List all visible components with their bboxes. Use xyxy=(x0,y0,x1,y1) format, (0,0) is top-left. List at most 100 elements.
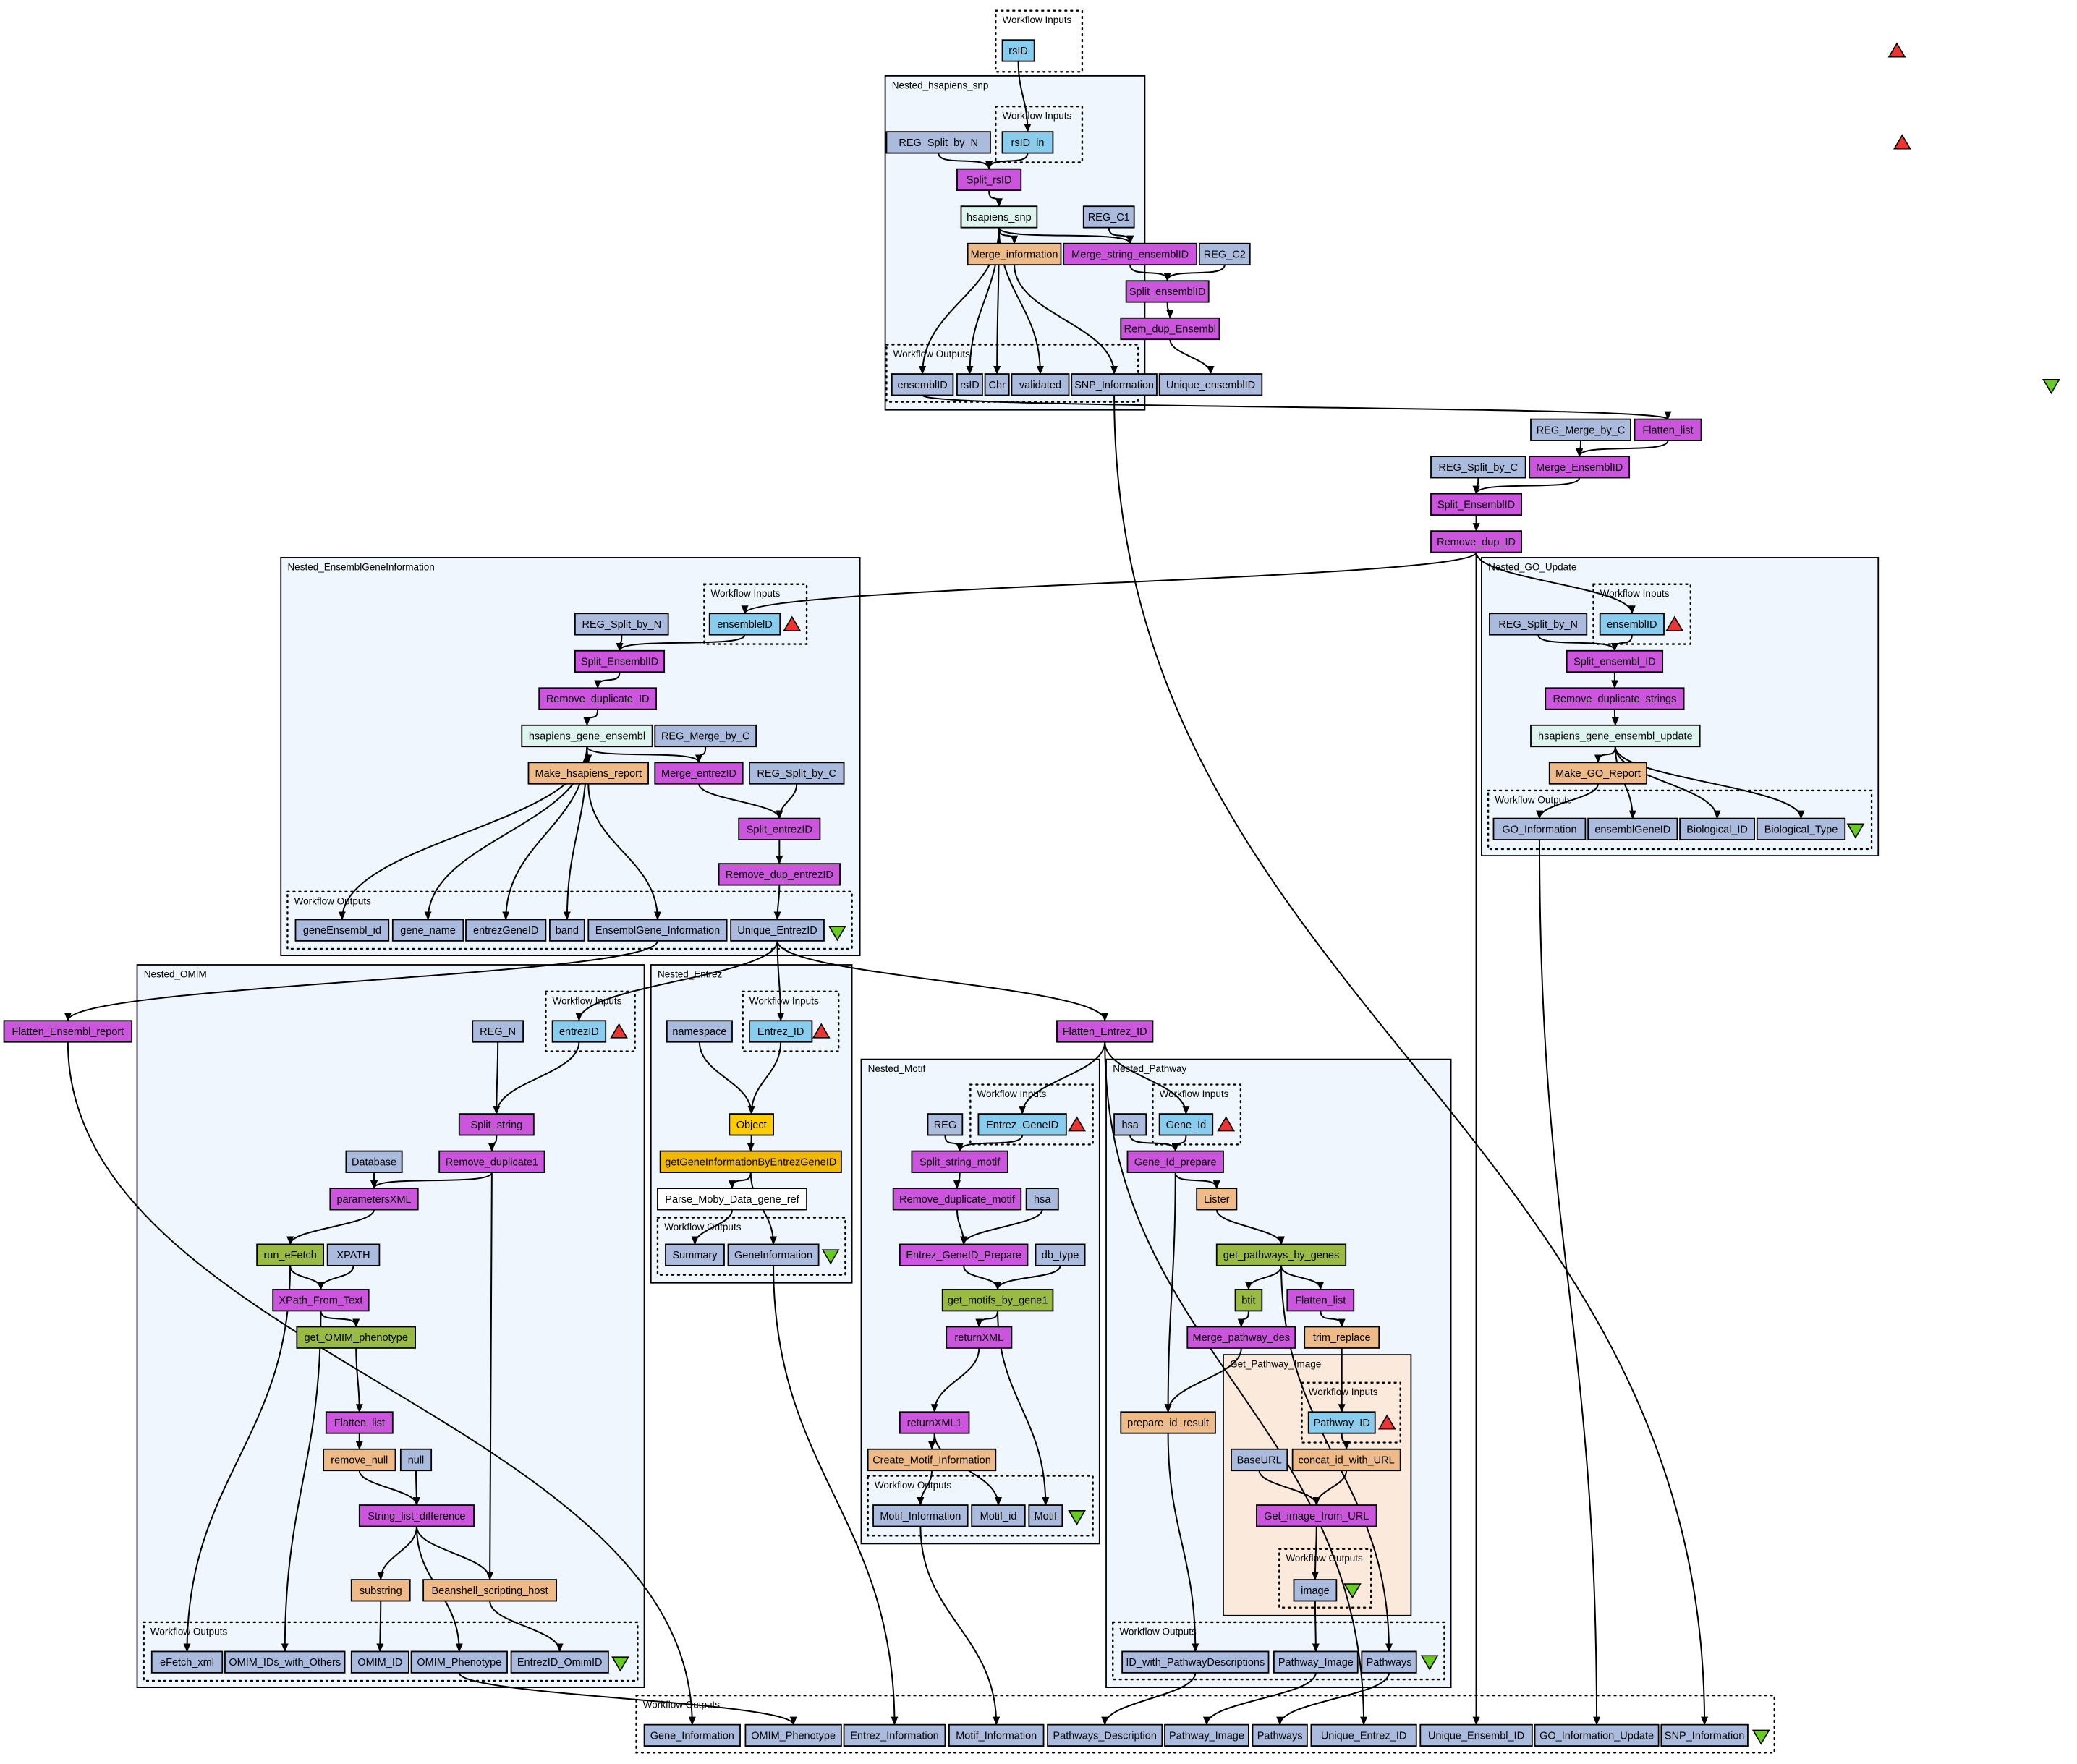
node-Split-ensemblID[interactable]: Split_ensemblID xyxy=(1125,280,1210,303)
node-omim-null[interactable]: null xyxy=(399,1448,433,1472)
node-Remove-duplicate-motif[interactable]: Remove_duplicate_motif xyxy=(892,1188,1022,1211)
node-gpi-BaseURL[interactable]: BaseURL xyxy=(1231,1448,1288,1472)
node-Make-hsapiens-report[interactable]: Make_hsapiens_report xyxy=(527,762,649,785)
node-substring[interactable]: substring xyxy=(350,1579,411,1602)
node-pw-Gene-Id[interactable]: Gene_Id xyxy=(1158,1113,1214,1136)
node-out-Unique-Entrez-ID[interactable]: Unique_Entrez_ID xyxy=(1310,1723,1417,1747)
node-go-o-ensemblGeneID[interactable]: ensemblGeneID xyxy=(1587,817,1678,840)
node-run-eFetch[interactable]: run_eFetch xyxy=(256,1243,325,1266)
node-Split-rsID[interactable]: Split_rsID xyxy=(956,168,1022,192)
node-egi-REG-Split-by-C[interactable]: REG_Split_by_C xyxy=(749,762,845,785)
node-Make-GO-Report[interactable]: Make_GO_Report xyxy=(1548,762,1647,785)
node-out-SNP-Information[interactable]: SNP_Information xyxy=(1660,1723,1749,1747)
node-Remove-dup-ID[interactable]: Remove_dup_ID xyxy=(1430,530,1523,553)
node-hsapiens-snp[interactable]: hsapiens_snp xyxy=(960,205,1038,229)
node-omim-o-eFetch-xml[interactable]: eFetch_xml xyxy=(150,1650,224,1674)
node-remove-null[interactable]: remove_null xyxy=(323,1448,396,1472)
node-btit[interactable]: btit xyxy=(1234,1289,1263,1312)
node-egi-REG-Merge-by-C[interactable]: REG_Merge_by_C xyxy=(654,724,757,748)
node-go-o-Biological-Type[interactable]: Biological_Type xyxy=(1756,817,1846,840)
node-Remove-duplicate1[interactable]: Remove_duplicate1 xyxy=(438,1150,545,1173)
node-egi-o-Unique-EntrezID[interactable]: Unique_EntrezID xyxy=(730,919,825,942)
node-REG-Split-by-C[interactable]: REG_Split_by_C xyxy=(1430,456,1526,479)
node-Lister[interactable]: Lister xyxy=(1196,1188,1238,1211)
node-motif-o-Motif-id[interactable]: Motif_id xyxy=(971,1504,1026,1527)
node-Merge-entrezID[interactable]: Merge_entrezID xyxy=(654,762,744,785)
node-out-Entrez-Information[interactable]: Entrez_Information xyxy=(843,1723,946,1747)
node-egi-o-geneEnsembl-id[interactable]: geneEnsembl_id xyxy=(294,919,390,942)
node-REG-C2[interactable]: REG_C2 xyxy=(1198,242,1251,266)
node-entrez-Object[interactable]: Object xyxy=(729,1113,774,1136)
node-egi-o-band[interactable]: band xyxy=(549,919,585,942)
node-omim-REG-N[interactable]: REG_N xyxy=(472,1020,524,1043)
node-parametersXML[interactable]: parametersXML xyxy=(329,1188,419,1211)
node-omim-o-EntrezID-OmimID[interactable]: EntrezID_OmimID xyxy=(510,1650,609,1674)
node-gpi-o-image[interactable]: image xyxy=(1293,1579,1338,1602)
node-XPath-From-Text[interactable]: XPath_From_Text xyxy=(272,1289,370,1312)
node-REG-C1[interactable]: REG_C1 xyxy=(1082,205,1135,229)
node-gpi-Pathway-ID[interactable]: Pathway_ID xyxy=(1307,1411,1376,1434)
node-motif-Entrez-GeneID[interactable]: Entrez_GeneID xyxy=(977,1113,1067,1136)
node-motif-hsa[interactable]: hsa xyxy=(1025,1188,1059,1211)
node-egi-Remove-duplicate-ID[interactable]: Remove_duplicate_ID xyxy=(538,687,658,710)
node-Gene-Id-prepare[interactable]: Gene_Id_prepare xyxy=(1126,1150,1224,1173)
node-Merge-EnsemblID[interactable]: Merge_EnsemblID xyxy=(1529,456,1631,479)
node-Entrez-GeneID-Prepare[interactable]: Entrez_GeneID_Prepare xyxy=(899,1243,1029,1266)
node-out-OMIM-Phenotype[interactable]: OMIM_Phenotype xyxy=(744,1723,842,1747)
node-out-GO-Information-Update[interactable]: GO_Information_Update xyxy=(1534,1723,1660,1747)
node-returnXML[interactable]: returnXML xyxy=(946,1326,1013,1349)
node-Merge-information[interactable]: Merge_information xyxy=(967,242,1062,266)
node-go-o-Biological-ID[interactable]: Biological_ID xyxy=(1679,817,1756,840)
node-concat-id-with-URL[interactable]: concat_id_with_URL xyxy=(1291,1448,1401,1472)
node-out-Gene-Information[interactable]: Gene_Information xyxy=(643,1723,741,1747)
node-Create-Motif-Information[interactable]: Create_Motif_Information xyxy=(867,1448,997,1472)
node-out-Unique-Ensembl-ID[interactable]: Unique_Ensembl_ID xyxy=(1419,1723,1533,1747)
node-REG-Merge-by-C[interactable]: REG_Merge_by_C xyxy=(1530,418,1631,441)
node-Flatten-Ensembl-report[interactable]: Flatten_Ensembl_report xyxy=(3,1020,133,1043)
node-omim-Flatten-list[interactable]: Flatten_list xyxy=(325,1411,394,1434)
node-snp-o-rsID[interactable]: rsID xyxy=(956,373,983,396)
node-Merge-string-ensemblID[interactable]: Merge_string_ensemblID xyxy=(1063,242,1198,266)
node-omim-o-OMIM-Phenotype[interactable]: OMIM_Phenotype xyxy=(410,1650,508,1674)
node-egi-REG-Split-by-N[interactable]: REG_Split_by_N xyxy=(574,613,669,636)
node-out-Motif-Information[interactable]: Motif_Information xyxy=(948,1723,1045,1747)
node-snp-o-validated[interactable]: validated xyxy=(1011,373,1070,396)
node-snp-o-SNP-Information[interactable]: SNP_Information xyxy=(1071,373,1158,396)
node-motif-db-type[interactable]: db_type xyxy=(1035,1243,1086,1266)
node-snp-o-Chr[interactable]: Chr xyxy=(984,373,1010,396)
node-entrez-namespace[interactable]: namespace xyxy=(666,1020,733,1043)
node-REG-Split-by-N-snp[interactable]: REG_Split_by_N xyxy=(885,131,991,154)
node-Remove-dup-entrezID[interactable]: Remove_dup_entrezID xyxy=(718,863,841,886)
node-hsapiens-gene-ensembl-update[interactable]: hsapiens_gene_ensembl_update xyxy=(1530,724,1701,748)
node-get-OMIM-phenotype[interactable]: get_OMIM_phenotype xyxy=(296,1326,416,1349)
node-Flatten-Entrez-ID[interactable]: Flatten_Entrez_ID xyxy=(1056,1020,1154,1043)
node-pw-o-Pathways[interactable]: Pathways xyxy=(1361,1650,1417,1674)
node-getGeneInformationByEntrezGeneID[interactable]: getGeneInformationByEntrezGeneID xyxy=(659,1150,842,1173)
node-Split-string[interactable]: Split_string xyxy=(458,1113,535,1136)
node-omim-Database[interactable]: Database xyxy=(345,1150,403,1173)
node-Flatten-list-main[interactable]: Flatten_list xyxy=(1634,418,1702,441)
node-motif-o-Motif[interactable]: Motif xyxy=(1028,1504,1063,1527)
node-motif-REG[interactable]: REG xyxy=(927,1113,964,1136)
node-omim-o-OMIM-IDs-with-Others[interactable]: OMIM_IDs_with_Others xyxy=(224,1650,346,1674)
node-rsID-top[interactable]: rsID xyxy=(1001,39,1035,62)
node-Remove-duplicate-strings[interactable]: Remove_duplicate_strings xyxy=(1545,687,1685,710)
node-String-list-difference[interactable]: String_list_difference xyxy=(358,1504,475,1527)
node-trim-replace[interactable]: trim_replace xyxy=(1304,1326,1380,1349)
node-omim-XPATH[interactable]: XPATH xyxy=(326,1243,381,1266)
node-egi-o-EnsemblGene-Information[interactable]: EnsemblGene_Information xyxy=(587,919,728,942)
node-pw-Flatten-list[interactable]: Flatten_list xyxy=(1286,1289,1355,1312)
node-pw-hsa[interactable]: hsa xyxy=(1113,1113,1147,1136)
node-Beanshell-scripting-host[interactable]: Beanshell_scripting_host xyxy=(422,1579,558,1602)
node-rsID-in[interactable]: rsID_in xyxy=(1001,131,1054,154)
node-Split-ensembl-ID[interactable]: Split_ensembl_ID xyxy=(1566,649,1664,673)
node-Rem-dup-Ensembl[interactable]: Rem_dup_Ensembl xyxy=(1120,317,1220,341)
node-get-motifs-by-gene1[interactable]: get_motifs_by_gene1 xyxy=(941,1289,1054,1312)
node-out-Pathways[interactable]: Pathways xyxy=(1252,1723,1308,1747)
node-hsapiens-gene-ensembl[interactable]: hsapiens_gene_ensembl xyxy=(521,724,653,748)
node-get-pathways-by-genes[interactable]: get_pathways_by_genes xyxy=(1215,1243,1347,1266)
node-egi-ensemblelD[interactable]: ensemblelD xyxy=(708,613,781,636)
node-go-o-GO-Information[interactable]: GO_Information xyxy=(1492,817,1587,840)
node-entrez-Entrez-ID[interactable]: Entrez_ID xyxy=(749,1020,813,1043)
node-prepare-id-result[interactable]: prepare_id_result xyxy=(1120,1411,1216,1434)
